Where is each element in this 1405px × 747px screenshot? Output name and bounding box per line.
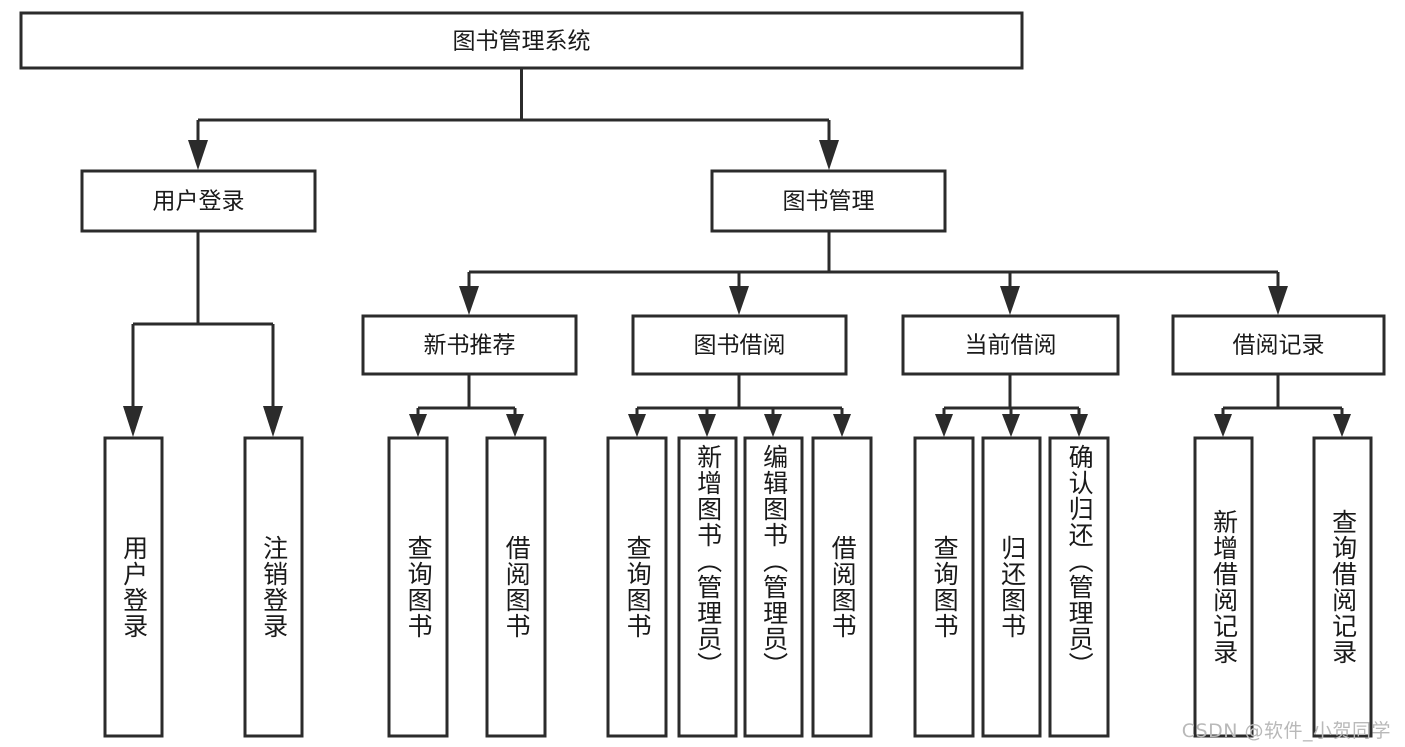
leaf-current-return-book[interactable] (981, 436, 1042, 738)
leaf-current-confirm-return-box[interactable] (1048, 436, 1110, 738)
connector-layer (123, 68, 1351, 437)
leaf-borrow-query-book-box[interactable] (606, 436, 668, 738)
arrow-to-leaf-user-login (123, 406, 143, 437)
leaf-newbook-borrow-book-box[interactable] (485, 436, 547, 738)
leaf-borrow-query-book[interactable] (606, 436, 668, 738)
leaf-borrow-edit-book-box[interactable] (743, 436, 804, 738)
arrow-to-bookborrow-leaf-3 (764, 414, 782, 437)
node-book-borrow[interactable]: 图书借阅 (631, 314, 848, 376)
node-book-manage-box[interactable] (710, 169, 947, 233)
arrow-to-book-borrow (729, 286, 749, 315)
arrow-to-bookborrow-leaf-2 (698, 414, 716, 437)
node-borrow-record[interactable]: 借阅记录 (1171, 314, 1386, 376)
leaf-borrow-borrow-book-box[interactable] (811, 436, 873, 738)
node-new-book-recommend[interactable]: 新书推荐 (361, 314, 578, 376)
leaf-record-query[interactable] (1312, 436, 1373, 738)
leaf-record-add-box[interactable] (1193, 436, 1254, 738)
arrow-to-borrow-record (1268, 286, 1288, 315)
leaf-newbook-borrow-book[interactable] (485, 436, 547, 738)
arrow-to-newbook-leaf-2 (506, 414, 524, 437)
leaf-borrow-edit-book[interactable] (743, 436, 804, 738)
arrow-to-bookborrow-leaf-4 (833, 414, 851, 437)
node-book-borrow-label: 图书借阅 (694, 333, 786, 359)
leaf-record-add[interactable] (1193, 436, 1254, 738)
leaf-current-confirm-return[interactable] (1048, 436, 1110, 738)
arrow-to-current-borrow (1000, 286, 1020, 315)
watermark: CSDN @软件_小贺同学 (1181, 720, 1391, 742)
leaf-current-return-book-box[interactable] (981, 436, 1042, 738)
leaf-newbook-query-book-box[interactable] (387, 436, 449, 738)
node-book-borrow-box[interactable] (631, 314, 848, 376)
leaf-newbook-query-book[interactable] (387, 436, 449, 738)
node-current-borrow[interactable]: 当前借阅 (901, 314, 1120, 376)
arrow-to-currentborrow-leaf-3 (1070, 414, 1088, 437)
arrow-to-newbook-leaf-1 (409, 414, 427, 437)
node-current-borrow-label: 当前借阅 (965, 333, 1057, 359)
leaf-record-query-box[interactable] (1312, 436, 1373, 738)
leaf-user-login[interactable] (103, 436, 164, 738)
arrow-to-user-login (188, 140, 208, 170)
node-root-label: 图书管理系统 (453, 29, 591, 55)
leaf-current-query-book[interactable] (913, 436, 975, 738)
node-new-book-recommend-label: 新书推荐 (424, 333, 516, 359)
node-borrow-record-box[interactable] (1171, 314, 1386, 376)
node-root[interactable]: 图书管理系统 (19, 11, 1024, 70)
node-new-book-recommend-box[interactable] (361, 314, 578, 376)
arrow-to-new-book (459, 286, 479, 315)
node-borrow-record-label: 借阅记录 (1233, 333, 1325, 359)
arrow-to-bookborrow-leaf-1 (628, 414, 646, 437)
leaf-current-query-book-box[interactable] (913, 436, 975, 738)
node-root-box[interactable] (19, 11, 1024, 70)
node-user-login[interactable]: 用户登录 (80, 169, 317, 233)
leaf-logout[interactable] (243, 436, 304, 738)
node-user-login-label: 用户登录 (153, 189, 245, 215)
node-current-borrow-box[interactable] (901, 314, 1120, 376)
arrow-to-borrowrecord-leaf-1 (1214, 414, 1232, 437)
node-user-login-box[interactable] (80, 169, 317, 233)
arrow-to-leaf-logout (263, 406, 283, 437)
leaf-logout-box[interactable] (243, 436, 304, 738)
arrow-to-currentborrow-leaf-1 (935, 414, 953, 437)
node-book-manage-label: 图书管理 (783, 189, 875, 215)
leaf-borrow-borrow-book[interactable] (811, 436, 873, 738)
arrow-to-book-manage (819, 140, 839, 170)
leaf-borrow-add-book[interactable] (677, 436, 738, 738)
arrow-to-borrowrecord-leaf-2 (1333, 414, 1351, 437)
node-book-manage[interactable]: 图书管理 (710, 169, 947, 233)
arrow-to-currentborrow-leaf-2 (1002, 414, 1020, 437)
leaf-user-login-box[interactable] (103, 436, 164, 738)
leaf-borrow-add-book-box[interactable] (677, 436, 738, 738)
